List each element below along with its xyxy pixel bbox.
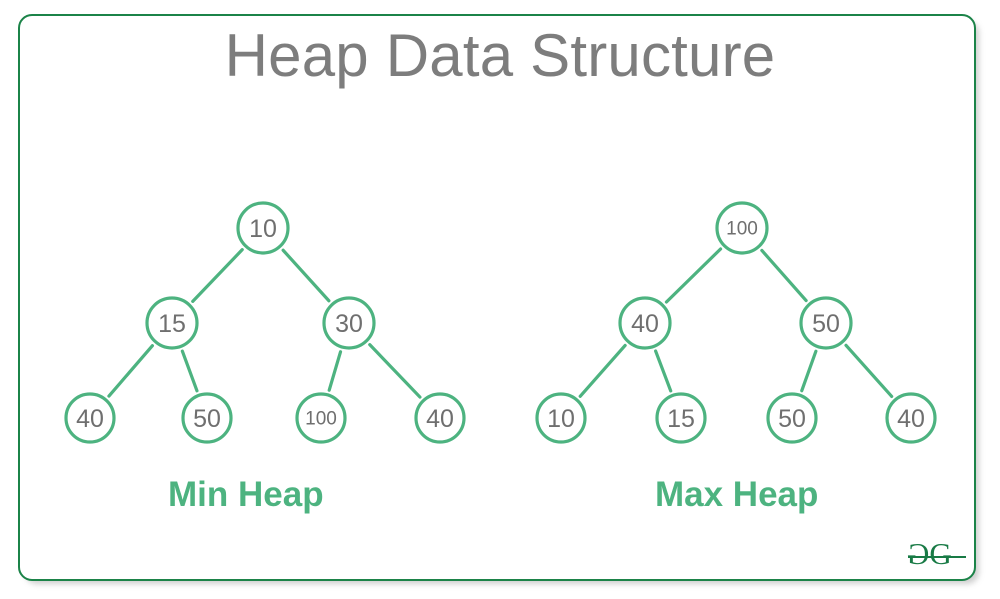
geeksforgeeks-logo: GG [908, 536, 970, 576]
tree-node: 10 [535, 392, 587, 444]
tree-nodes-layer: 10 15 30 40 50 100 40 100 40 50 10 15 50 40 [64, 201, 937, 444]
tree-node-circle [414, 392, 466, 444]
tree-node-circle [145, 296, 199, 350]
tree-node-circle [64, 392, 116, 444]
tree-edge [327, 350, 343, 392]
tree-node: 30 [322, 296, 376, 350]
tree-node: 100 [715, 201, 769, 255]
tree-node-value: 15 [667, 405, 695, 433]
tree-edge [664, 247, 723, 304]
tree-edge [368, 343, 422, 399]
tree-node: 50 [766, 392, 818, 444]
tree-edge [654, 349, 673, 393]
logo-reversed-g-icon: G [908, 536, 930, 571]
logo-glyphs: GG [908, 536, 952, 571]
tree-node-circle [535, 392, 587, 444]
logo-strike-bar [908, 556, 966, 559]
max-heap-label: Max Heap [655, 475, 819, 514]
tree-node: 40 [64, 392, 116, 444]
tree-node-circle [766, 392, 818, 444]
tree-edge [760, 248, 808, 303]
page-title: Heap Data Structure [224, 22, 776, 89]
tree-edges-layer [107, 247, 894, 399]
tree-node-value: 15 [158, 310, 186, 338]
tree-node-value: 100 [726, 219, 758, 240]
tree-node-circle [181, 392, 233, 444]
tree-node: 40 [414, 392, 466, 444]
tree-node-value: 50 [812, 310, 840, 338]
tree-node: 15 [655, 392, 707, 444]
min-heap-label: Min Heap [168, 475, 324, 514]
tree-node-circle [715, 201, 769, 255]
tree-node-value: 50 [193, 405, 221, 433]
tree-node-circle [655, 392, 707, 444]
tree-edge [107, 344, 154, 398]
tree-edge [578, 343, 627, 398]
tree-node: 50 [799, 296, 853, 350]
tree-edge [281, 248, 331, 303]
tree-node-value: 50 [778, 405, 806, 433]
tree-node: 50 [181, 392, 233, 444]
tree-node: 100 [295, 392, 347, 444]
tree-node-circle [322, 296, 376, 350]
tree-node-value: 40 [76, 405, 104, 433]
tree-edge [800, 349, 818, 393]
tree-node-circle [295, 392, 347, 444]
tree-node: 10 [236, 201, 290, 255]
tree-node-value: 40 [897, 405, 925, 433]
tree-node-value: 30 [335, 310, 363, 338]
tree-node-value: 40 [426, 405, 454, 433]
logo-g-icon: G [929, 536, 951, 571]
tree-node-circle [799, 296, 853, 350]
tree-node-value: 10 [249, 215, 277, 243]
tree-node: 15 [145, 296, 199, 350]
tree-node-value: 40 [631, 310, 659, 338]
tree-node: 40 [885, 392, 937, 444]
tree-node-value: 10 [547, 405, 575, 433]
tree-node-value: 100 [305, 409, 337, 430]
tree-node-circle [618, 296, 672, 350]
tree-node-circle [885, 392, 937, 444]
tree-edge [191, 248, 244, 303]
tree-node-circle [236, 201, 290, 255]
tree-node: 40 [618, 296, 672, 350]
tree-edge [844, 343, 894, 398]
tree-edge [180, 349, 199, 393]
